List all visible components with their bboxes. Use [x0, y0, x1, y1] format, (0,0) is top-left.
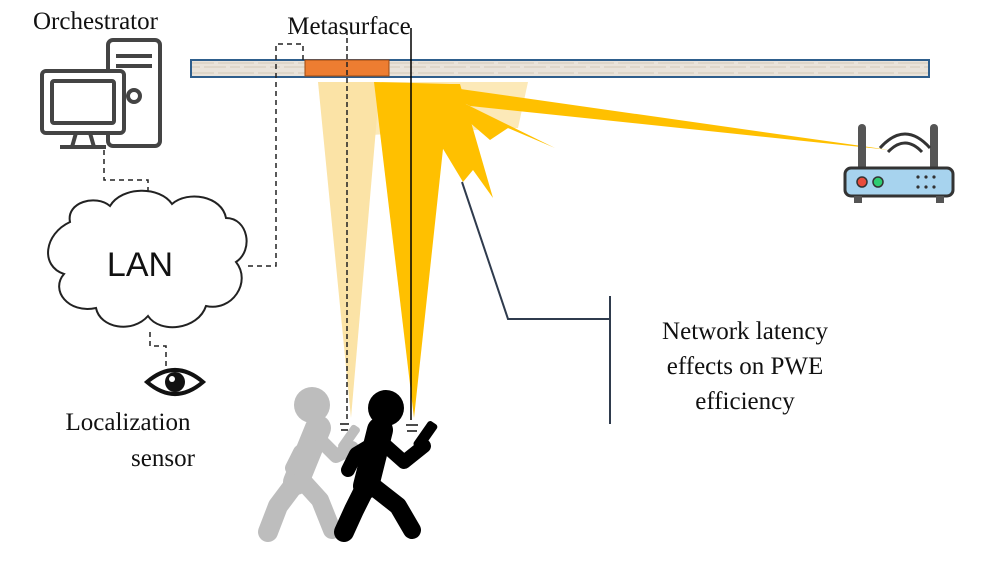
- network-connections: [103, 43, 304, 368]
- lan-label: LAN: [107, 246, 173, 284]
- annotation-leader-line: [461, 181, 610, 320]
- walking-person-phone-icon-previous: [258, 387, 360, 542]
- phone-signal-marks: [340, 423, 418, 432]
- localization-sensor-label-line2: sensor: [131, 445, 196, 472]
- metasurface-label: Metasurface: [287, 13, 411, 40]
- cloud-icon: [47, 189, 248, 329]
- metasurface-tile: [304, 59, 390, 77]
- orchestrator-label: Orchestrator: [33, 8, 159, 35]
- latency-annotation-line1: Network latency: [662, 318, 828, 345]
- latency-annotation-line3: efficiency: [695, 388, 795, 415]
- wifi-router-icon: [843, 124, 955, 203]
- localization-sensor-label-line1: Localization: [66, 409, 191, 436]
- ceiling-bar: [190, 59, 930, 78]
- desktop-computer-icon: [40, 38, 162, 149]
- latency-annotation-line2: effects on PWE: [667, 353, 823, 380]
- walking-person-phone-icon-current: [334, 390, 438, 542]
- eye-icon: [143, 368, 207, 396]
- current-beam: [374, 82, 890, 418]
